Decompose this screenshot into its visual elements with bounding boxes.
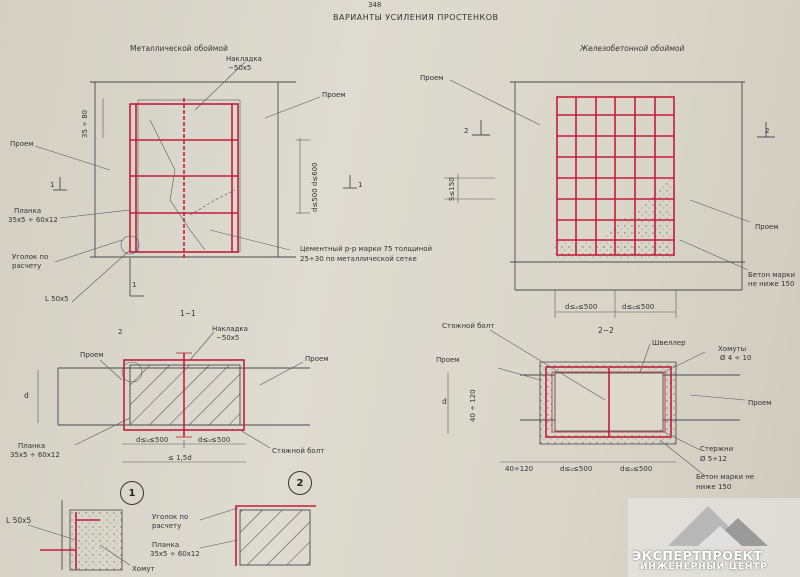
sterzhni-size: Ø 5÷12 xyxy=(700,455,727,463)
dim-d-vertical: d≤500 d≤600 xyxy=(311,162,319,212)
proem-1-1-left: Проем xyxy=(80,351,104,359)
planka-1-1: Планка xyxy=(18,442,46,450)
beton-label: Бетон марки xyxy=(748,271,796,279)
dim-1-1-d: d xyxy=(24,391,29,400)
nakladka-1-1-size: −50х5 xyxy=(216,334,240,342)
planka-size: 35х5 ÷ 60х12 xyxy=(8,216,58,224)
shveller-label: Швеллер xyxy=(652,339,686,347)
section-mark-2-right: 2 xyxy=(765,127,770,135)
planka-1-1-size: 35х5 ÷ 60х12 xyxy=(10,451,60,459)
detail-2-drawing xyxy=(199,505,316,566)
detail-2-planka: Планка xyxy=(152,541,180,549)
expertproekt-logo: ЭКСПЕРТПРОЕКТ ИНЖЕНЕРНЫЙ ЦЕНТР xyxy=(628,498,800,577)
section-2-2 xyxy=(447,329,746,477)
detail-1-angle: L 50х5 xyxy=(6,516,32,525)
dim-2-2-b: d≤ₐ≤500 xyxy=(560,465,593,473)
dim-da-1: d≤ₐ≤500 xyxy=(565,303,598,311)
dim-s: S≤150 xyxy=(448,177,456,201)
section-mark-bottom: 1 xyxy=(132,281,137,289)
stjazh-1-1: Стяжной болт xyxy=(272,447,325,455)
section-1-1-title: 1−1 xyxy=(180,309,196,318)
section-mark-2-left: 2 xyxy=(464,127,469,135)
proem-1-1-right: Проем xyxy=(305,355,329,363)
detail-1-homut: Хомут xyxy=(132,565,155,573)
planka-label: Планка xyxy=(14,207,42,215)
metal-title: Металлической обоймой xyxy=(130,44,228,53)
dim-1-1-c: ≤ 1,5d xyxy=(168,454,192,462)
ugolok-label2: расчету xyxy=(12,262,42,270)
callout-2-small: 2 xyxy=(118,328,123,336)
concrete-title: Железобетонной обоймой xyxy=(580,44,685,53)
nakladka-size: −50х5 xyxy=(228,64,252,72)
section-mark-left: 1 xyxy=(50,181,55,189)
proem-2-2-left: Проем xyxy=(436,356,460,364)
logo-mark-icon xyxy=(668,506,768,546)
metal-elevation xyxy=(34,61,357,303)
dim-2-2-a: 40÷120 xyxy=(505,465,534,473)
detail-1-drawing xyxy=(27,500,131,571)
dim-vertical: 35 ÷ 80 xyxy=(81,109,89,138)
dim-da-2: d≤ₐ≤500 xyxy=(622,303,655,311)
proem-concrete-left: Проем xyxy=(420,74,444,82)
sterzhni-label: Стержни xyxy=(700,445,734,453)
section-1-1 xyxy=(37,331,310,463)
logo-text: ЭКСПЕРТПРОЕКТ xyxy=(632,548,763,563)
detail-2-ugolok2: расчету xyxy=(152,522,182,530)
homuty-size: Ø 4 ÷ 10 xyxy=(720,354,752,362)
dim-1-1-a: d≤ₐ≤500 xyxy=(136,436,169,444)
section-2-2-title: 2−2 xyxy=(598,326,614,335)
detail-1-marker: 1 xyxy=(120,481,144,505)
logo-subtext: ИНЖЕНЕРНЫЙ ЦЕНТР xyxy=(640,562,768,572)
detail-2-ugolok: Уголок по xyxy=(152,513,189,521)
cement-note: Цементный р-р марки 75 толщиной xyxy=(300,245,433,253)
proem-left-label: Проем xyxy=(10,140,34,148)
proem-concrete-right: Проем xyxy=(755,223,779,231)
concrete-elevation xyxy=(444,79,775,318)
beton-label2: не ниже 150 xyxy=(748,280,795,288)
dim-2-2-c: d≤ₐ≤500 xyxy=(620,465,653,473)
proem-right-label: Проем xyxy=(322,91,346,99)
angle-size: L 50х5 xyxy=(45,295,69,303)
nakladka-label: Накладка xyxy=(226,55,262,63)
cement-note2: 25÷30 по металлической сетке xyxy=(300,255,417,263)
proem-2-2-right: Проем xyxy=(748,399,772,407)
detail-2-marker: 2 xyxy=(288,471,312,495)
homuty-label: Хомуты xyxy=(718,345,747,353)
section-mark-mid: 1 xyxy=(358,181,363,189)
dim-2-2-d: d xyxy=(442,397,447,406)
detail-2-planka-size: 35х5 ÷ 60х12 xyxy=(150,550,200,558)
beton-2-2b: ниже 150 xyxy=(696,483,732,491)
beton-2-2: Бетон марки не xyxy=(696,473,755,481)
nakladka-1-1: Накладка xyxy=(212,325,248,333)
dim-1-1-b: d≤ₐ≤500 xyxy=(198,436,231,444)
dim-2-2-v: 40 ÷ 120 xyxy=(469,389,477,422)
stjazh-2-2: Стяжной болт xyxy=(442,322,495,330)
page-title: ВАРИАНТЫ УСИЛЕНИЯ ПРОСТЕНКОВ xyxy=(333,13,499,22)
ugolok-label: Уголок по xyxy=(12,253,49,261)
page-number: 348 xyxy=(368,1,382,9)
